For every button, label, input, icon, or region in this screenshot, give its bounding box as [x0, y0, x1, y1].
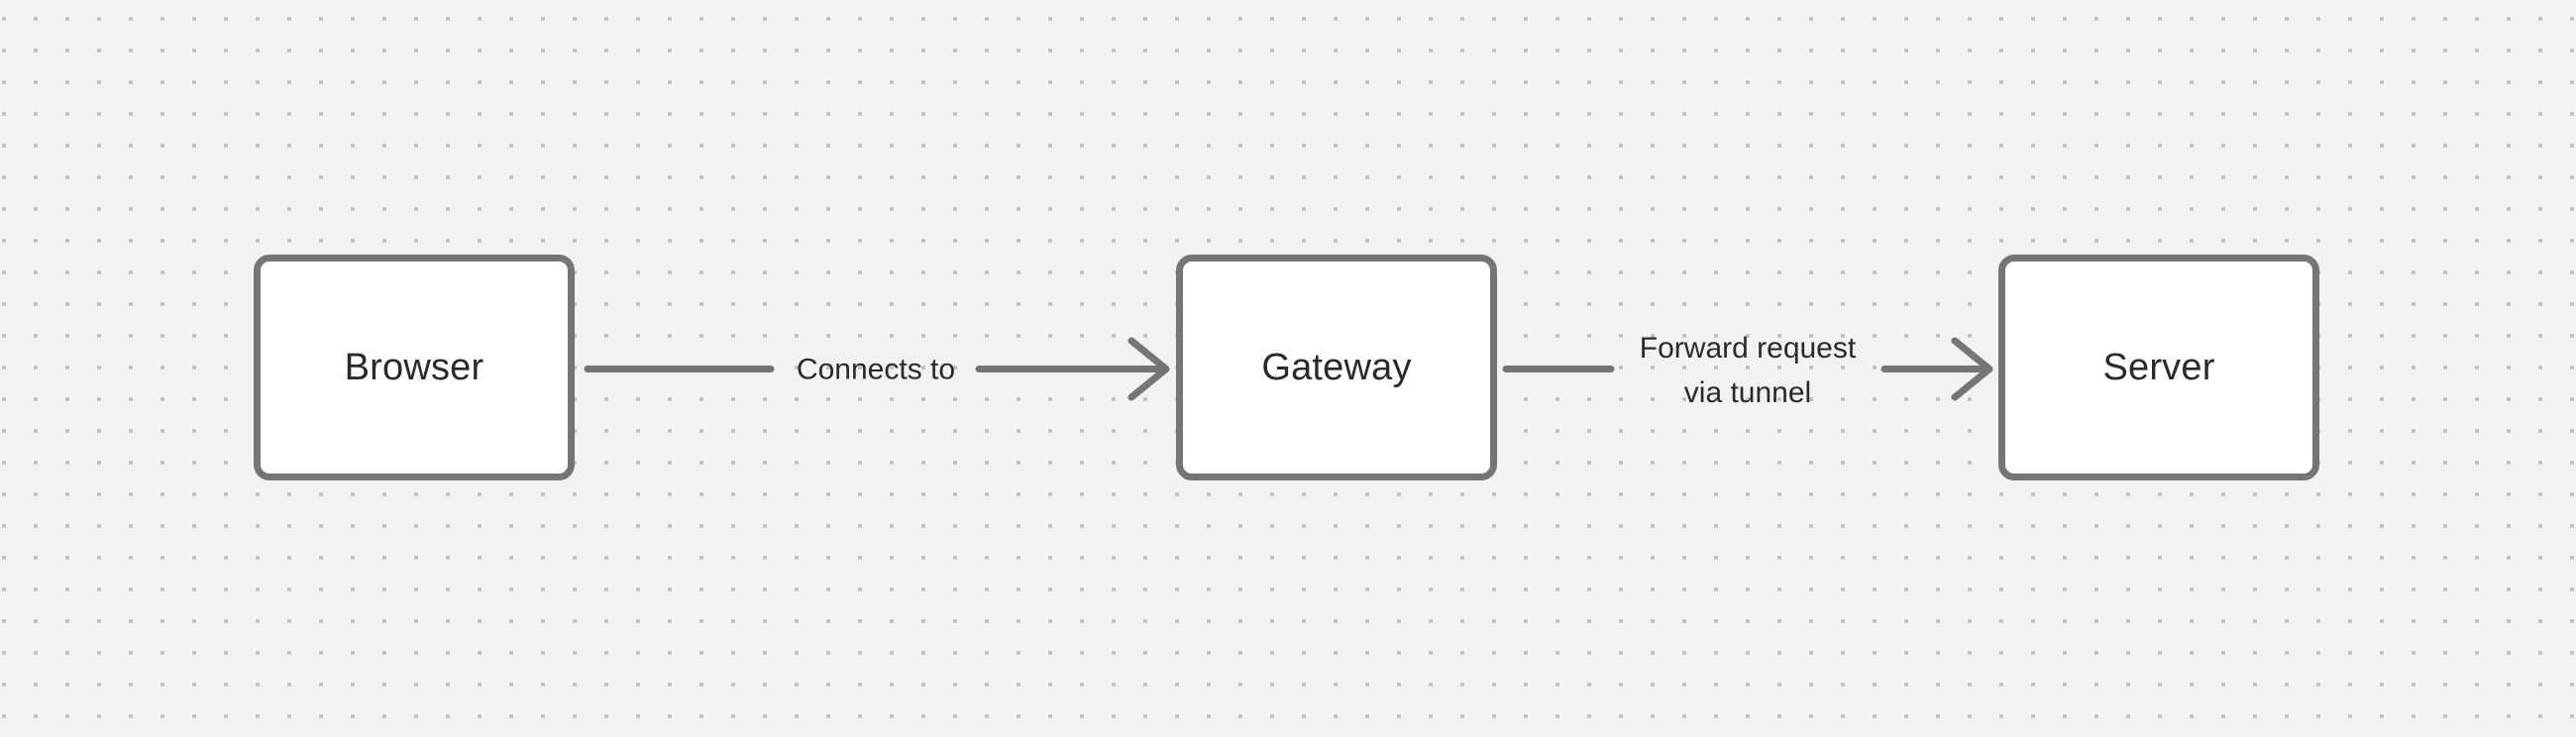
edge-label-forward-request[interactable]: Forward request via tunnel — [1640, 326, 1856, 415]
node-browser-label: Browser — [344, 346, 484, 388]
arrowhead-icon — [1127, 337, 1170, 401]
node-gateway-label: Gateway — [1261, 346, 1412, 388]
node-browser[interactable]: Browser — [254, 255, 575, 480]
edge-label-line: Forward request — [1639, 332, 1857, 365]
node-gateway[interactable]: Gateway — [1176, 255, 1497, 480]
arrow-gateway-to-server[interactable] — [1502, 337, 1993, 401]
node-server[interactable]: Server — [1998, 255, 2319, 480]
edge-label-connects-to[interactable]: Connects to — [796, 353, 956, 386]
edge-label-line: via tunnel — [1683, 376, 1812, 409]
node-server-label: Server — [2102, 346, 2215, 388]
arrowhead-icon — [1951, 337, 1993, 401]
arrow-browser-to-gateway[interactable] — [584, 337, 1170, 401]
